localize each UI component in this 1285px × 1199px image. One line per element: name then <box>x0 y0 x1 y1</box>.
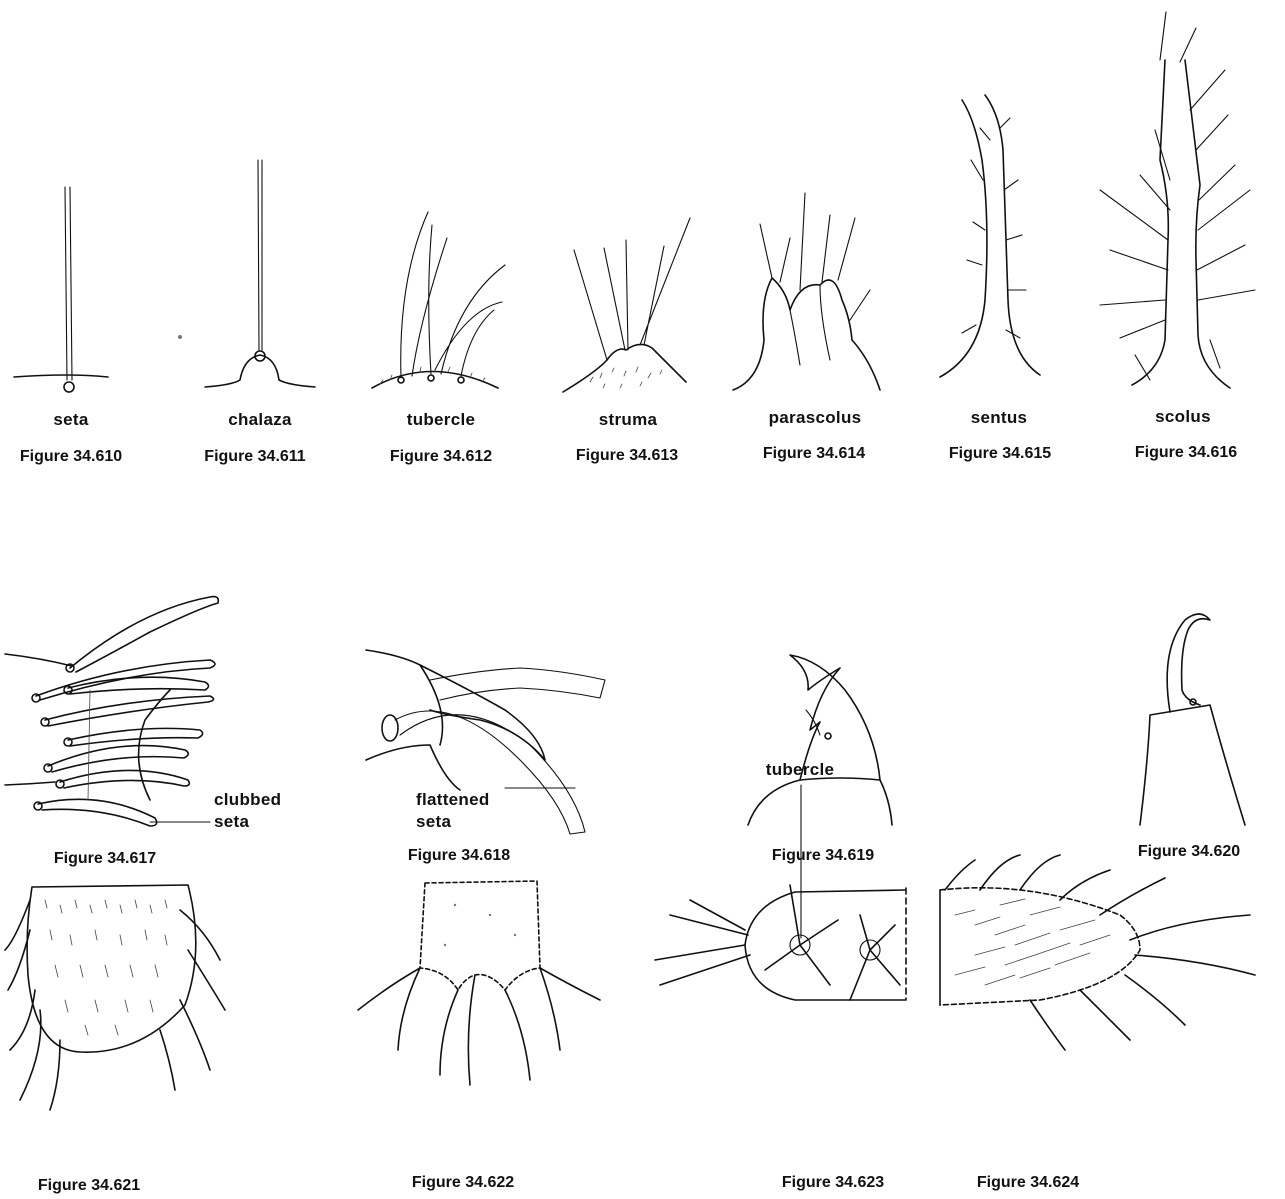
caption-34-613: Figure 34.613 <box>576 447 678 465</box>
drawing-plate-622 <box>358 881 600 1085</box>
drawing-sentus <box>940 95 1040 377</box>
caption-34-615: Figure 34.615 <box>949 445 1051 463</box>
caption-34-610: Figure 34.610 <box>20 448 122 466</box>
drawing-segment-623 <box>655 785 906 1000</box>
callout-flattened-2: seta <box>416 812 451 832</box>
drawing-plate-621 <box>5 885 225 1110</box>
drawing-parascolus <box>733 193 880 390</box>
drawing-claw-620 <box>1140 614 1245 825</box>
caption-34-622: Figure 34.622 <box>412 1174 514 1192</box>
drawing-struma <box>563 218 690 392</box>
drawing-tubercle <box>372 212 505 388</box>
drawing-scolus <box>1100 12 1255 388</box>
label-seta: seta <box>53 410 88 430</box>
caption-34-616: Figure 34.616 <box>1135 444 1237 462</box>
callout-clubbed-2: seta <box>214 812 249 832</box>
caption-34-611: Figure 34.611 <box>204 448 305 466</box>
label-sentus: sentus <box>971 408 1028 428</box>
callout-flattened-1: flattened <box>416 790 490 810</box>
drawing-clubbed-seta <box>5 597 218 826</box>
callout-clubbed-1: clubbed <box>214 790 281 810</box>
label-parascolus: parascolus <box>769 408 862 428</box>
caption-34-619: Figure 34.619 <box>772 847 874 865</box>
drawing-claw-619 <box>748 655 892 825</box>
label-scolus: scolus <box>1155 407 1211 427</box>
caption-34-623: Figure 34.623 <box>782 1174 884 1192</box>
caption-34-617: Figure 34.617 <box>54 850 156 868</box>
label-struma: struma <box>599 410 658 430</box>
caption-34-618: Figure 34.618 <box>408 847 510 865</box>
caption-34-624: Figure 34.624 <box>977 1174 1079 1192</box>
callout-tubercle: tubercle <box>766 760 835 780</box>
drawing-segment-624 <box>940 855 1255 1050</box>
caption-34-614: Figure 34.614 <box>763 445 865 463</box>
caption-34-612: Figure 34.612 <box>390 448 492 466</box>
label-chalaza: chalaza <box>228 410 292 430</box>
label-tubercle: tubercle <box>407 410 476 430</box>
drawing-seta <box>14 187 108 392</box>
caption-34-620: Figure 34.620 <box>1138 843 1240 861</box>
caption-34-621: Figure 34.621 <box>38 1177 140 1195</box>
drawing-chalaza <box>178 160 315 387</box>
